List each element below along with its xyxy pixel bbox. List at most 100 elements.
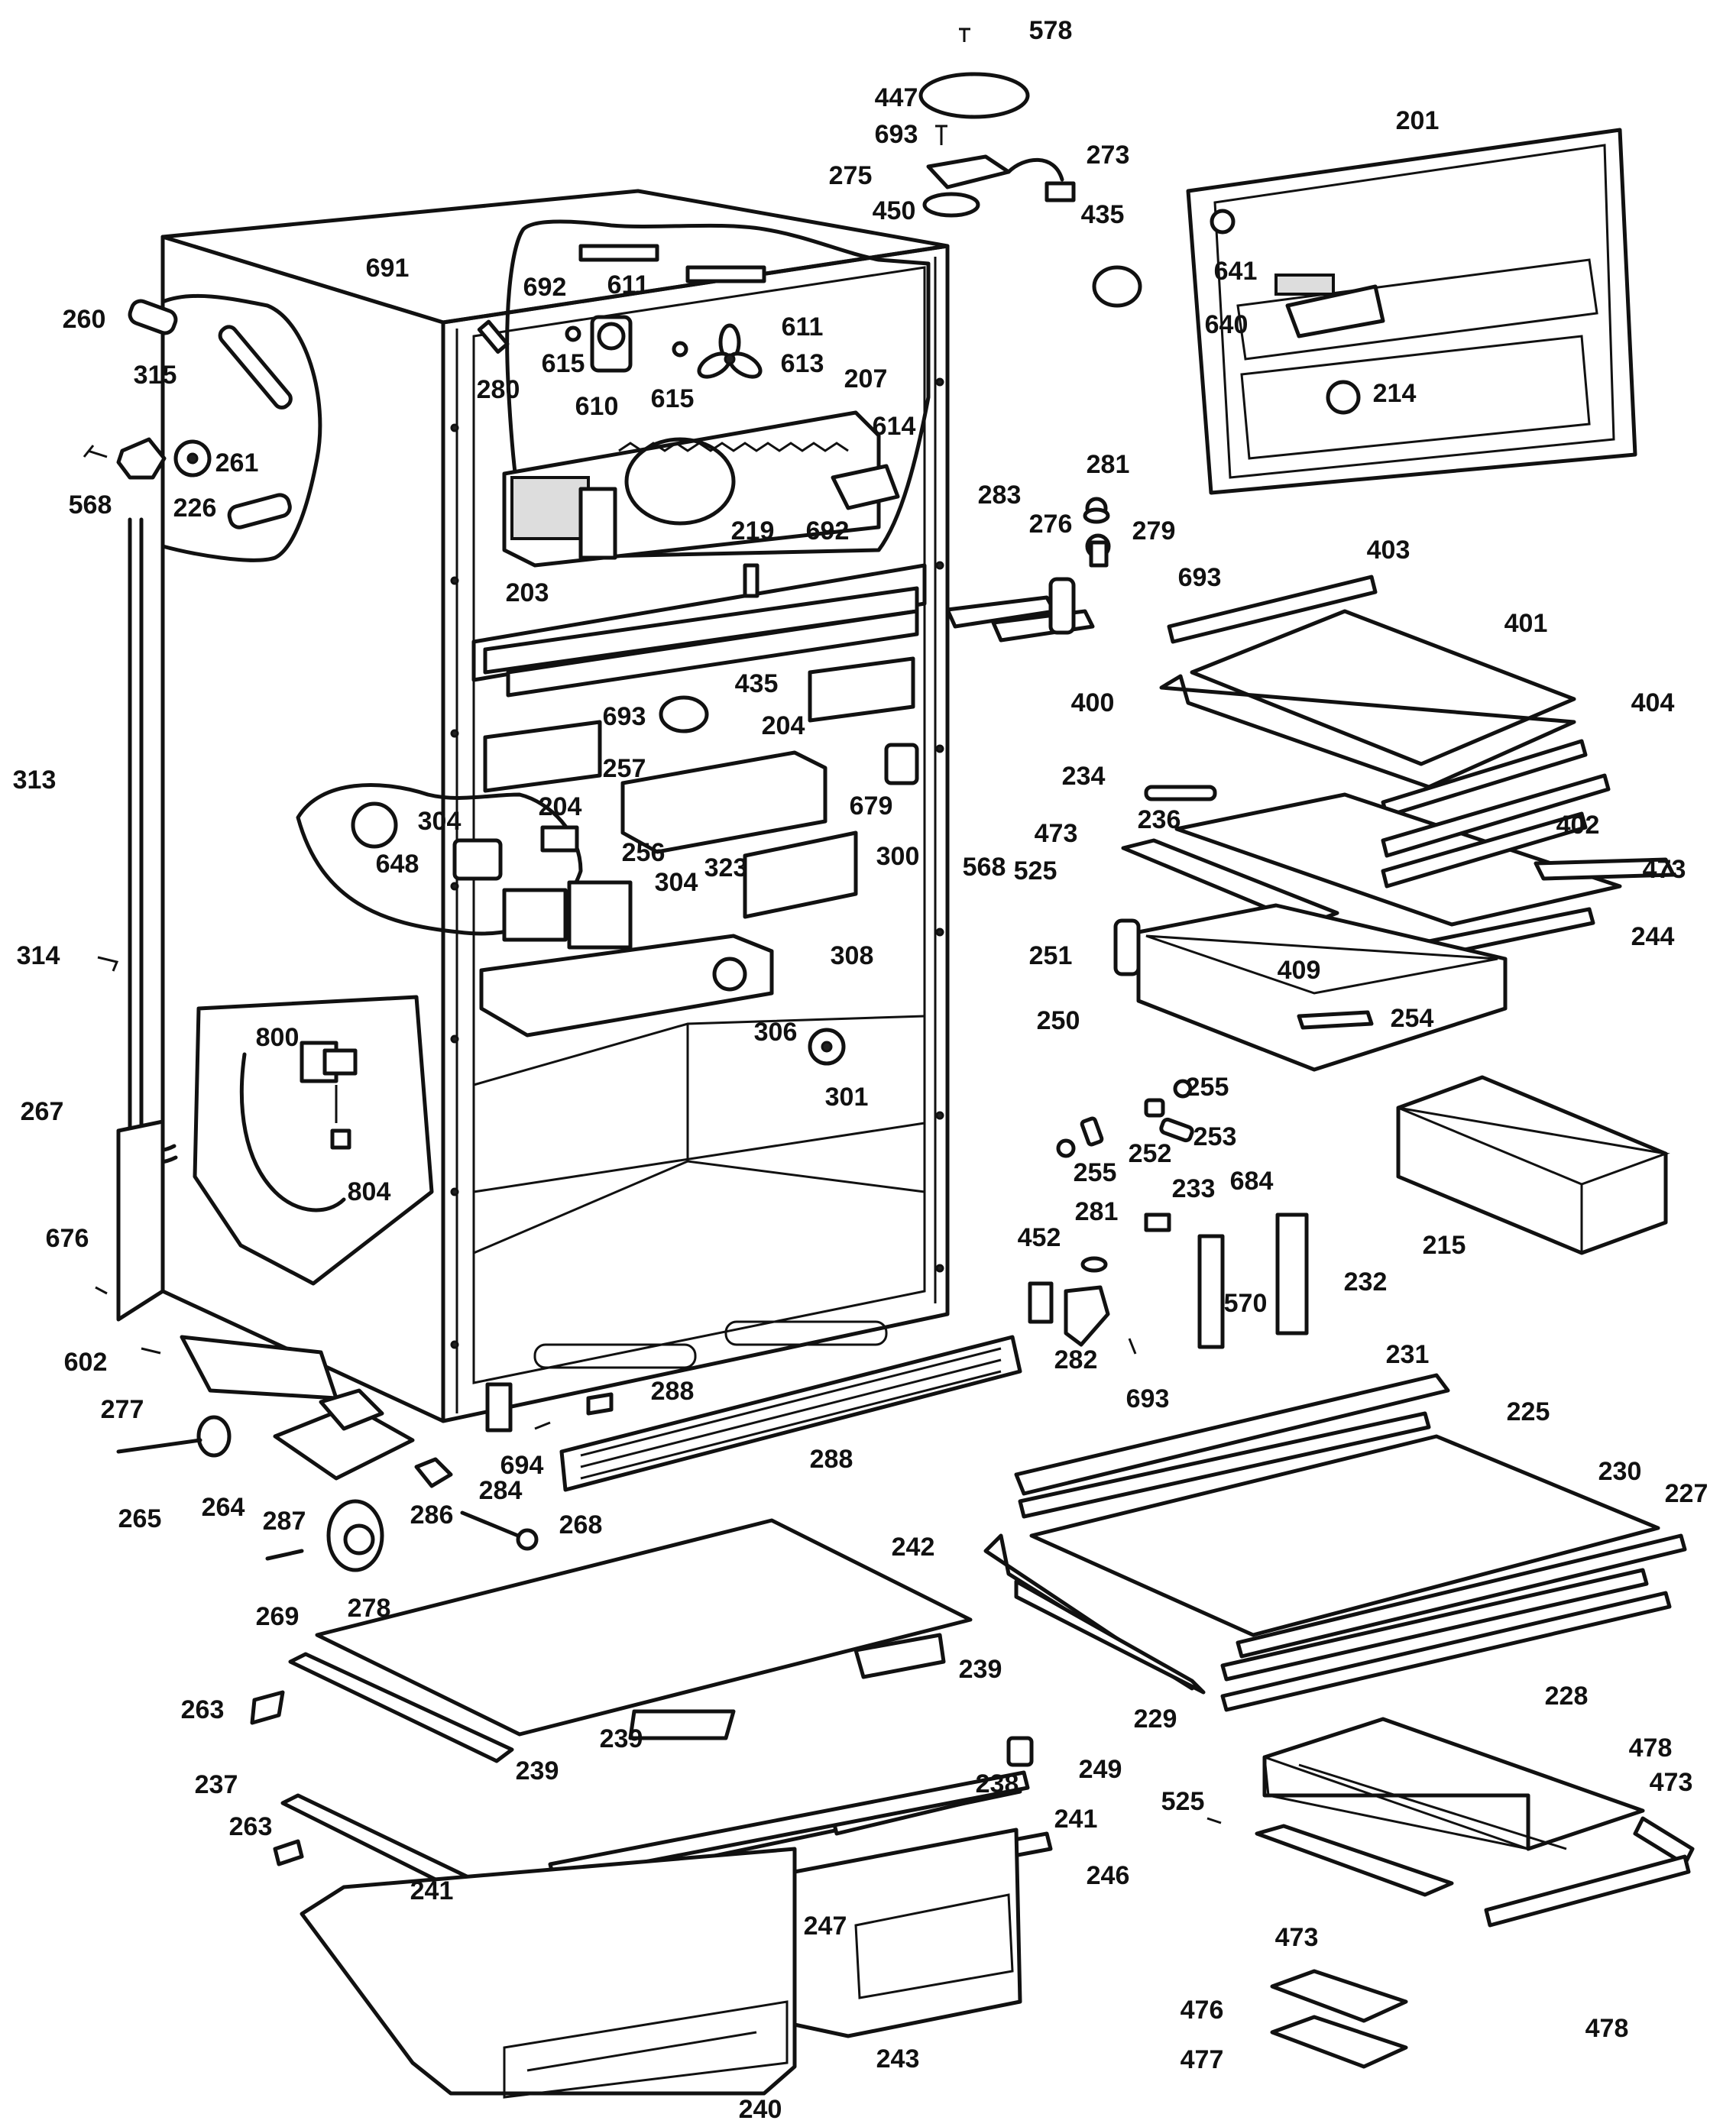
- part-callout-679: 679: [850, 792, 893, 821]
- part-callout-693: 693: [1126, 1384, 1170, 1413]
- part-callout-615: 615: [542, 349, 585, 378]
- part-callout-323: 323: [704, 853, 748, 882]
- part-callout-278: 278: [348, 1594, 391, 1623]
- part-callout-244: 244: [1631, 922, 1675, 951]
- top-right-components: [918, 28, 1142, 308]
- part-callout-228: 228: [1545, 1682, 1589, 1711]
- part-callout-226: 226: [173, 494, 217, 523]
- part-callout-284: 284: [479, 1476, 523, 1505]
- part-callout-237: 237: [195, 1770, 238, 1799]
- part-callout-402: 402: [1556, 811, 1600, 840]
- part-callout-691: 691: [366, 254, 410, 283]
- part-callout-570: 570: [1224, 1289, 1268, 1318]
- part-callout-611: 611: [782, 312, 824, 342]
- part-callout-265: 265: [118, 1504, 162, 1533]
- part-callout-304: 304: [418, 807, 462, 836]
- part-callout-269: 269: [256, 1602, 300, 1631]
- part-callout-203: 203: [506, 578, 549, 607]
- part-callout-578: 578: [1029, 16, 1073, 45]
- lower-right-shelf-assembly: [983, 1373, 1695, 2069]
- part-callout-287: 287: [263, 1507, 306, 1536]
- part-callout-276: 276: [1029, 510, 1073, 539]
- part-callout-254: 254: [1391, 1004, 1434, 1033]
- part-callout-249: 249: [1079, 1755, 1122, 1784]
- part-callout-283: 283: [978, 481, 1022, 510]
- part-callout-288: 288: [810, 1445, 853, 1474]
- part-callout-315: 315: [134, 361, 177, 390]
- crisper-drawers-assembly: [250, 1518, 1053, 2099]
- part-callout-256: 256: [622, 838, 666, 867]
- part-callout-676: 676: [46, 1224, 89, 1253]
- control-components: [296, 497, 1111, 1066]
- part-callout-261: 261: [215, 448, 259, 478]
- part-callout-250: 250: [1037, 1006, 1080, 1035]
- part-callout-282: 282: [1054, 1345, 1098, 1374]
- part-callout-435: 435: [1081, 200, 1125, 229]
- part-callout-215: 215: [1423, 1231, 1466, 1260]
- part-callout-693: 693: [875, 120, 918, 149]
- part-callout-241: 241: [410, 1876, 454, 1905]
- part-callout-240: 240: [739, 2095, 782, 2124]
- part-callout-231: 231: [1386, 1340, 1430, 1369]
- part-callout-409: 409: [1278, 956, 1321, 985]
- part-callout-273: 273: [1087, 141, 1130, 170]
- part-callout-478: 478: [1585, 2014, 1629, 2043]
- part-callout-648: 648: [376, 850, 419, 879]
- part-callout-300: 300: [876, 842, 920, 871]
- part-callout-288: 288: [651, 1377, 695, 1406]
- part-callout-241: 241: [1054, 1805, 1098, 1834]
- part-callout-435: 435: [735, 669, 779, 698]
- part-callout-286: 286: [410, 1501, 454, 1530]
- panel-267: [116, 1119, 165, 1322]
- part-callout-207: 207: [844, 364, 888, 393]
- part-callout-641: 641: [1214, 257, 1258, 286]
- part-callout-450: 450: [873, 196, 916, 225]
- door-bin-215: [1396, 1075, 1670, 1255]
- part-callout-239: 239: [959, 1655, 1002, 1684]
- part-callout-234: 234: [1062, 762, 1106, 791]
- part-callout-473: 473: [1035, 819, 1078, 848]
- freezer-door-liner: [1186, 128, 1637, 495]
- part-callout-525: 525: [1161, 1787, 1205, 1816]
- part-callout-281: 281: [1087, 450, 1130, 479]
- part-callout-473: 473: [1275, 1923, 1319, 1952]
- part-callout-304: 304: [655, 868, 698, 897]
- part-callout-400: 400: [1071, 688, 1115, 717]
- part-callout-267: 267: [21, 1097, 64, 1126]
- part-callout-478: 478: [1629, 1734, 1673, 1763]
- part-callout-800: 800: [256, 1023, 300, 1052]
- freezer-evaporator-components: [477, 219, 931, 568]
- part-callout-264: 264: [202, 1493, 245, 1522]
- part-callout-281: 281: [1075, 1197, 1119, 1226]
- part-callout-201: 201: [1396, 106, 1440, 135]
- part-callout-602: 602: [64, 1348, 108, 1377]
- part-callout-301: 301: [825, 1083, 869, 1112]
- part-callout-229: 229: [1134, 1705, 1177, 1734]
- part-callout-279: 279: [1132, 516, 1176, 546]
- part-callout-613: 613: [781, 349, 824, 378]
- part-callout-263: 263: [229, 1812, 273, 1841]
- part-callout-255: 255: [1074, 1158, 1117, 1187]
- part-callout-611: 611: [607, 270, 649, 299]
- part-callout-314: 314: [17, 941, 60, 970]
- part-callout-477: 477: [1181, 2045, 1224, 2074]
- part-callout-693: 693: [603, 702, 646, 731]
- upper-shelf-assembly: [1083, 507, 1676, 1072]
- part-callout-227: 227: [1665, 1479, 1708, 1508]
- base-grille-and-hardware: [95, 1286, 1137, 1572]
- part-callout-568: 568: [963, 853, 1006, 882]
- part-callout-238: 238: [976, 1769, 1019, 1798]
- part-callout-268: 268: [559, 1510, 603, 1539]
- part-callout-253: 253: [1194, 1122, 1237, 1151]
- water-valve-inset: [193, 995, 434, 1286]
- part-callout-610: 610: [575, 392, 619, 421]
- part-callout-230: 230: [1598, 1457, 1642, 1486]
- part-callout-452: 452: [1018, 1223, 1061, 1252]
- part-callout-255: 255: [1186, 1073, 1229, 1102]
- part-callout-615: 615: [651, 384, 695, 413]
- part-callout-692: 692: [806, 516, 850, 546]
- part-callout-204: 204: [539, 792, 582, 821]
- part-callout-232: 232: [1344, 1267, 1388, 1297]
